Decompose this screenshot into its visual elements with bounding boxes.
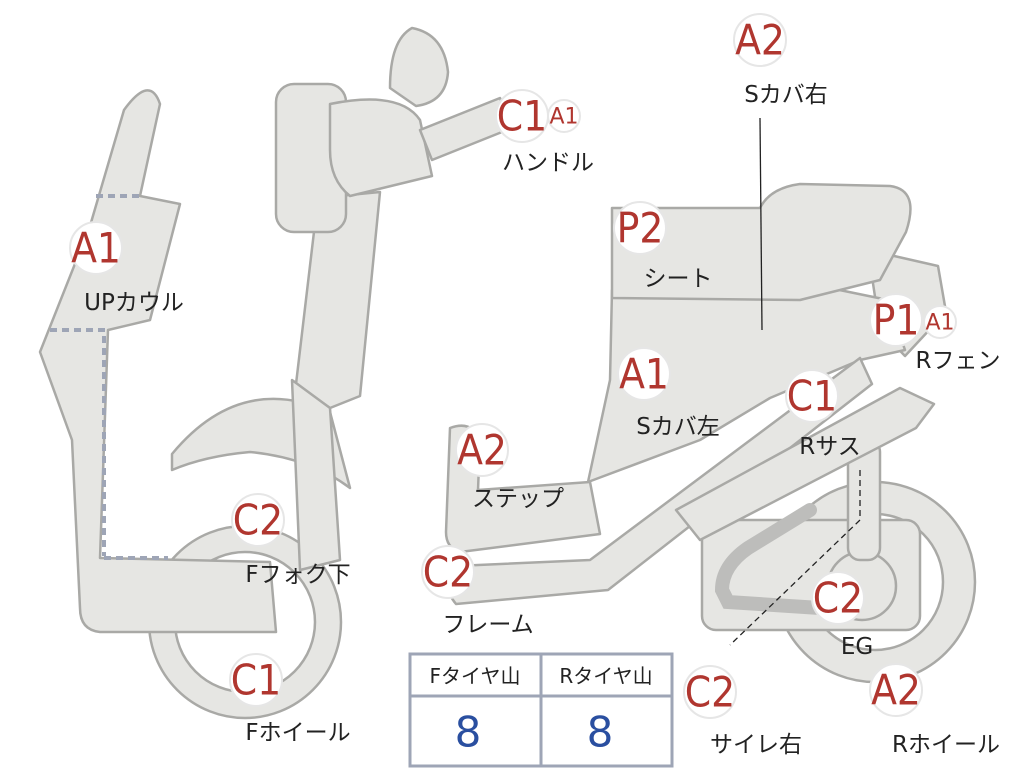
badge-step[interactable]: A2 (455, 423, 509, 477)
subgrade-rear-fender: A1 (925, 311, 954, 336)
grade-handle: C1 (497, 92, 547, 141)
badge-rear-fender[interactable]: P1 A1 (869, 293, 957, 347)
badge-up-cowl[interactable]: A1 (69, 221, 123, 275)
badge-muffler[interactable]: C2 (683, 665, 737, 719)
badge-front-wheel[interactable]: C1 (229, 653, 283, 707)
label-rear-fender: Rフェン (916, 348, 1001, 374)
badge-circle (69, 221, 123, 275)
grade-rear-susp: C1 (787, 372, 837, 421)
part-labels: UPカウル ハンドル Sカバ右 シート Rフェン Sカバ左 ステップ Rサス F… (84, 82, 1000, 758)
grade-front-wheel: C1 (231, 656, 281, 705)
badge-circle-small (547, 99, 581, 133)
label-frame: フレーム (442, 612, 533, 638)
steering-column-shape (294, 190, 382, 410)
badge-frame[interactable]: C2 (421, 545, 475, 599)
badge-circle (229, 653, 283, 707)
grade-cover-right: A2 (735, 16, 785, 65)
grade-front-fork: C2 (233, 496, 283, 545)
grade-seat: P2 (617, 204, 664, 253)
grade-frame: C2 (423, 548, 473, 597)
label-front-wheel: Fホイール (245, 720, 350, 746)
label-rear-susp: Rサス (799, 434, 861, 460)
fork-shape (290, 378, 342, 572)
badge-circle (785, 369, 839, 423)
badge-engine[interactable]: C2 (811, 571, 865, 625)
leader-muffler (729, 470, 861, 646)
label-engine: EG (841, 634, 873, 660)
leader-cover-right (759, 117, 763, 331)
grade-rear-wheel: A2 (871, 666, 921, 715)
badge-circle (683, 665, 737, 719)
badge-circle-small (923, 305, 957, 339)
grade-up-cowl: A1 (71, 224, 121, 273)
table-value-rear-tire: 8 (587, 708, 614, 757)
table-header-rear-tire: Rタイヤ山 (559, 664, 652, 688)
badge-circle (869, 663, 923, 717)
tire-tread-table: Fタイヤ山 Rタイヤ山 8 8 (408, 652, 674, 768)
table-header-front-tire: Fタイヤ山 (430, 664, 521, 688)
table-value-front-tire: 8 (455, 708, 482, 757)
label-up-cowl: UPカウル (84, 290, 184, 316)
badge-circle (733, 13, 787, 67)
badge-circle (231, 493, 285, 547)
label-front-fork: Fフォク下 (245, 562, 350, 588)
badge-rear-wheel[interactable]: A2 (869, 663, 923, 717)
label-cover-right: Sカバ右 (744, 82, 828, 108)
grade-muffler: C2 (685, 668, 735, 717)
step-shape (444, 424, 602, 554)
badge-circle (613, 201, 667, 255)
label-cover-left: Sカバ左 (636, 414, 720, 440)
leader-lines (729, 117, 861, 646)
grade-cover-left: A1 (619, 350, 669, 399)
handlebar-body-shape (328, 98, 434, 198)
badge-circle (455, 423, 509, 477)
badge-circle (811, 571, 865, 625)
label-handle: ハンドル (502, 150, 594, 176)
badge-circle (869, 293, 923, 347)
label-rear-wheel: Rホイール (892, 732, 1000, 758)
badge-circle (421, 545, 475, 599)
label-step: ステップ (472, 486, 564, 512)
badge-rear-susp[interactable]: C1 (785, 369, 839, 423)
scooter-illustration (38, 26, 977, 720)
badge-circle (617, 347, 671, 401)
rear-rail-shape (674, 386, 936, 542)
label-muffler: サイレ右 (710, 732, 802, 758)
grade-step: A2 (457, 426, 507, 475)
badge-front-fork[interactable]: C2 (231, 493, 285, 547)
exhaust-pipe-shape (714, 503, 827, 615)
mirror-shape (388, 26, 450, 108)
label-seat: シート (644, 266, 713, 292)
grade-rear-fender: P1 (873, 296, 920, 345)
subgrade-handle: A1 (549, 105, 578, 130)
badge-cover-left[interactable]: A1 (617, 347, 671, 401)
badge-cover-right[interactable]: A2 (733, 13, 787, 67)
grade-engine: C2 (813, 574, 863, 623)
badge-handle[interactable]: C1 A1 (495, 89, 581, 143)
badge-seat[interactable]: P2 (613, 201, 667, 255)
